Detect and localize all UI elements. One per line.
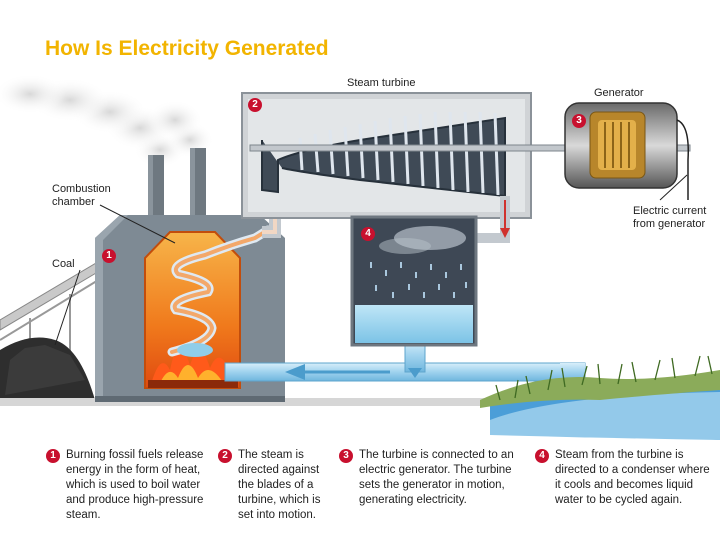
step-4-number: 4 (535, 449, 549, 463)
slide-title: How Is Electricity Generated (45, 37, 329, 60)
badge-step-2: 2 (248, 98, 262, 112)
step-2-description: 2 The steam is directed against the blad… (218, 448, 332, 523)
step-3-number: 3 (339, 449, 353, 463)
badge-step-1: 1 (102, 249, 116, 263)
step-1-number: 1 (46, 449, 60, 463)
leader-lines (54, 174, 688, 346)
label-coal: Coal (52, 258, 75, 270)
coal-pile (0, 337, 95, 400)
label-generator: Generator (594, 87, 644, 99)
turbine-shaft (249, 144, 691, 152)
step-1-text: Burning fossil fuels release energy in t… (66, 449, 204, 521)
step-4-description: 4 Steam from the turbine is directed to … (535, 448, 715, 508)
badge-step-3: 3 (572, 114, 586, 128)
river-bank (480, 355, 720, 440)
step-2-text: The steam is directed against the blades… (238, 449, 321, 521)
smoke-plume (0, 74, 214, 168)
smokestacks (148, 148, 206, 215)
step-2-number: 2 (218, 449, 232, 463)
label-electric-current: Electric current from generator (633, 205, 707, 230)
exhaust-pipe (470, 196, 510, 243)
step-4-text: Steam from the turbine is directed to a … (555, 449, 710, 506)
return-water-pipe (224, 339, 586, 382)
generator (564, 102, 678, 189)
step-3-text: The turbine is connected to an electric … (359, 449, 514, 506)
turbine-housing (241, 92, 532, 219)
label-combustion-chamber: Combustion chamber (52, 183, 111, 208)
badge-step-4: 4 (361, 227, 375, 241)
boiler-coil (167, 225, 273, 357)
label-steam-turbine: Steam turbine (347, 77, 416, 89)
step-1-description: 1 Burning fossil fuels release energy in… (46, 448, 214, 523)
electric-wire (676, 119, 690, 200)
step-3-description: 3 The turbine is connected to an electri… (339, 448, 525, 508)
